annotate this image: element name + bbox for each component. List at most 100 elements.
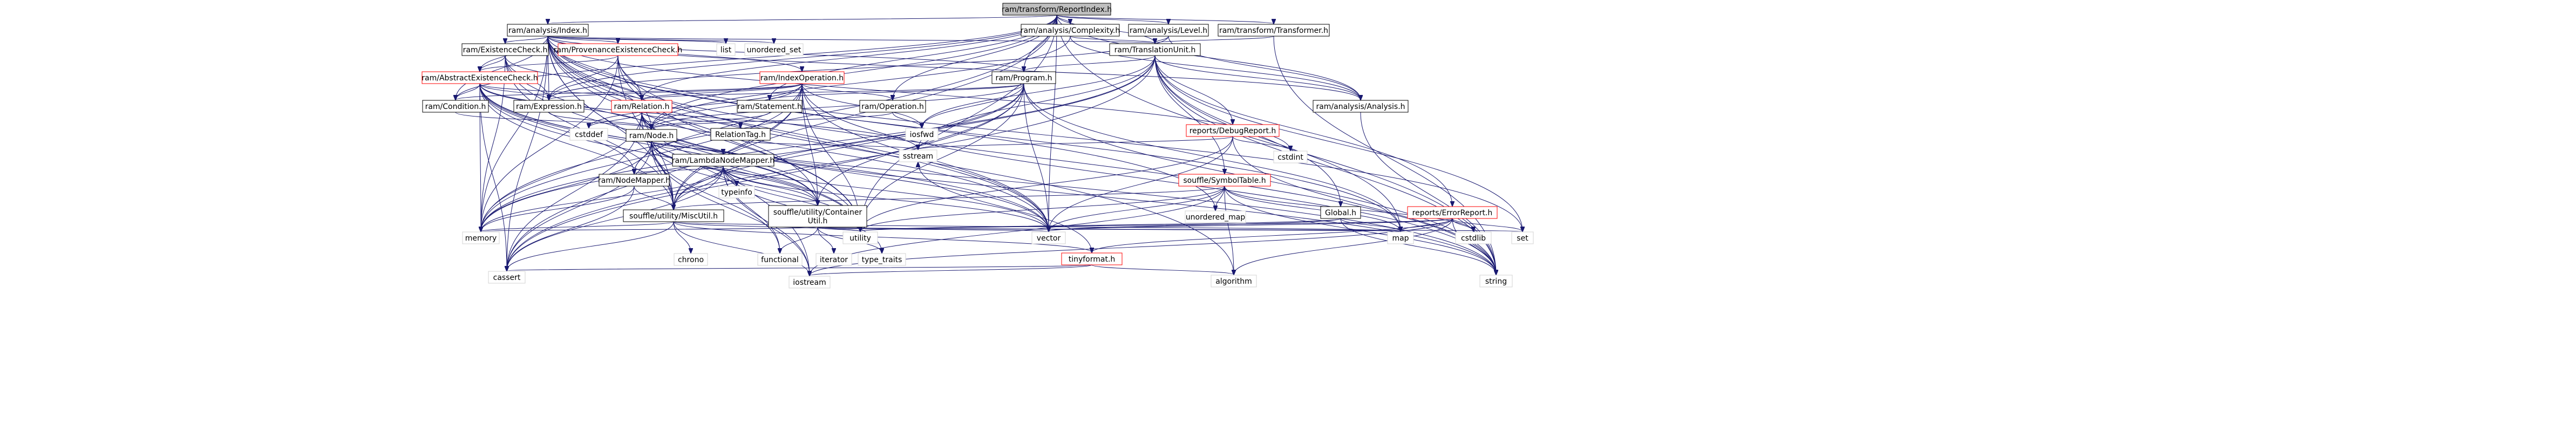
- node-algorithm: algorithm: [1211, 275, 1257, 288]
- edge-ram_translation_unit-to-souffle_symbol_table: [1154, 55, 1225, 174]
- node-ram-lambda-node-mapper[interactable]: ram/LambdaNodeMapper.h: [672, 154, 774, 167]
- edge-souffle_symbol_table-to-string: [1224, 186, 1496, 275]
- node-box: [461, 43, 549, 56]
- node-ram-expression[interactable]: ram/Expression.h: [513, 100, 584, 113]
- edge-ram_operation-to-ram_node: [651, 112, 893, 129]
- node-ram-analysis-level[interactable]: ram/analysis/Level.h: [1128, 24, 1209, 37]
- edge-reports_error_report-to-algorithm: [1234, 218, 1453, 275]
- node-ram-index-operation[interactable]: ram/IndexOperation.h: [759, 71, 845, 84]
- node-typeinfo: typeinfo: [718, 186, 755, 199]
- node-ram-analysis-complexity[interactable]: ram/analysis/Complexity.h: [1021, 24, 1120, 37]
- node-label: set: [1517, 234, 1528, 243]
- node-global-h[interactable]: Global.h: [1320, 206, 1361, 219]
- edge-souffle_misc_util-to-map: [673, 221, 1401, 231]
- node-label: sstream: [903, 152, 933, 161]
- edge-ram_abstract_existence_check-to-ram_node_mapper: [479, 83, 634, 174]
- node-ram-relation[interactable]: ram/Relation.h: [611, 100, 672, 113]
- node-ram-existence-check[interactable]: ram/ExistenceCheck.h: [461, 43, 549, 56]
- edge-root-to-string: [1056, 15, 1496, 275]
- node-box: [1109, 43, 1201, 56]
- node-label: souffle/utility/Container: [773, 208, 862, 217]
- node-ram-condition[interactable]: ram/Condition.h: [422, 100, 489, 113]
- edge-ram_statement-to-ram_node: [651, 112, 770, 129]
- node-label: ram/TranslationUnit.h: [1114, 46, 1196, 54]
- node-label: map: [1392, 234, 1409, 243]
- edge-souffle_misc_util-to-cassert: [507, 221, 674, 271]
- edge-ram_program-to-iosfwd: [922, 83, 1024, 128]
- edge-root-to-ram_statement: [770, 15, 1057, 100]
- edge-ram_node-to-ram_lambda_node_mapper: [651, 141, 723, 154]
- node-box: [789, 276, 831, 289]
- node-label: algorithm: [1215, 277, 1252, 286]
- node-reports-debug-report[interactable]: reports/DebugReport.h: [1186, 124, 1280, 137]
- node-box: [768, 205, 867, 228]
- node-box: [1273, 150, 1308, 163]
- node-ram-translation-unit[interactable]: ram/TranslationUnit.h: [1109, 43, 1201, 56]
- node-box: [1178, 174, 1271, 187]
- node-box: [462, 231, 500, 244]
- edge-tinyformat-to-iostream: [810, 264, 1092, 276]
- node-label: ram/transform/Transformer.h: [1219, 26, 1328, 35]
- edge-souffle_symbol_table-to-map: [1224, 186, 1401, 231]
- node-root[interactable]: ram/transform/ReportIndex.h: [1002, 3, 1112, 16]
- node-ram-operation[interactable]: ram/Operation.h: [859, 100, 926, 113]
- edge-souffle_container_util-to-vector: [817, 227, 1049, 231]
- node-ram-analysis-analysis[interactable]: ram/analysis/Analysis.h: [1313, 100, 1409, 113]
- node-label: ram/Operation.h: [861, 102, 924, 111]
- node-souffle-misc-util[interactable]: souffle/utility/MiscUtil.h: [623, 209, 724, 222]
- node-box: [558, 43, 678, 56]
- edge-ram_index_operation-to-cstddef: [589, 83, 803, 128]
- node-ram-abstract-existence-check[interactable]: ram/AbstractExistenceCheck.h: [422, 71, 538, 84]
- node-cstdint: cstdint: [1273, 150, 1308, 163]
- node-box: [859, 100, 926, 113]
- edge-root-to-utility: [860, 15, 1057, 231]
- edge-ram_abstract_existence_check-to-ram_relation: [479, 83, 642, 100]
- edge-ram_analysis_index-to-vector: [547, 36, 1049, 231]
- node-ram-program[interactable]: ram/Program.h: [991, 71, 1056, 84]
- edge-ram_analysis_index-to-ram_provenance_existence_check: [547, 36, 618, 43]
- node-ram-provenance-existence-check[interactable]: ram/ProvenanceExistenceCheck.h: [554, 43, 682, 56]
- edge-ram_lambda_node_mapper-to-cassert: [507, 166, 724, 271]
- edge-ram_analysis_index-to-set: [547, 36, 1523, 231]
- edge-root-to-ram_analysis_level: [1056, 15, 1168, 24]
- edge-ram_program-to-ram_node: [651, 83, 1024, 129]
- edge-ram_analysis_index-to-unordered_set: [547, 36, 774, 43]
- node-label: iosfwd: [910, 131, 934, 139]
- edge-ram_program-to-ram_relation: [642, 83, 1024, 100]
- node-tinyformat[interactable]: tinyformat.h: [1061, 252, 1123, 265]
- node-box: [1313, 100, 1409, 113]
- node-label: utility: [849, 234, 871, 243]
- node-iostream: iostream: [789, 276, 831, 289]
- edge-reports_error_report-to-tinyformat: [1092, 218, 1453, 252]
- node-box: [1387, 231, 1414, 244]
- node-ram-node[interactable]: ram/Node.h: [626, 129, 677, 142]
- edge-souffle_symbol_table-to-algorithm: [1224, 186, 1234, 275]
- edge-root-to-vector: [1049, 15, 1057, 231]
- node-label: ram/analysis/Level.h: [1130, 26, 1207, 35]
- node-box: [899, 149, 937, 162]
- edge-ram_relation-to-relation_tag: [641, 112, 740, 128]
- node-label: iterator: [820, 256, 848, 264]
- edge-ram_analysis_index-to-ram_existence_check: [505, 36, 548, 43]
- node-box: [718, 186, 755, 199]
- edge-reports_error_report-to-cstdlib: [1452, 218, 1473, 231]
- node-box: [623, 209, 724, 222]
- node-label: ram/analysis/Complexity.h: [1021, 26, 1120, 35]
- node-label: tinyformat.h: [1069, 255, 1116, 264]
- node-ram-statement[interactable]: ram/Statement.h: [737, 100, 803, 113]
- node-ram-transform-transformer[interactable]: ram/transform/Transformer.h: [1218, 24, 1330, 37]
- edge-ram_translation_unit-to-ram_analysis_analysis: [1154, 55, 1361, 100]
- node-souffle-symbol-table[interactable]: souffle/SymbolTable.h: [1178, 174, 1271, 187]
- edge-souffle_symbol_table-to-utility: [860, 186, 1225, 231]
- edge-souffle_misc_util-to-iostream: [673, 221, 810, 276]
- node-ram-node-mapper[interactable]: ram/NodeMapper.h: [598, 174, 670, 187]
- node-ram-analysis-index[interactable]: ram/analysis/Index.h: [507, 24, 589, 37]
- node-label: ram/analysis/Index.h: [508, 26, 587, 35]
- node-relation-tag[interactable]: RelationTag.h: [710, 128, 771, 141]
- edge-ram_analysis_analysis-to-string: [1360, 112, 1496, 275]
- node-reports-error-report[interactable]: reports/ErrorReport.h: [1407, 206, 1498, 219]
- node-box: [1511, 231, 1534, 244]
- node-label: ram/Condition.h: [425, 102, 486, 111]
